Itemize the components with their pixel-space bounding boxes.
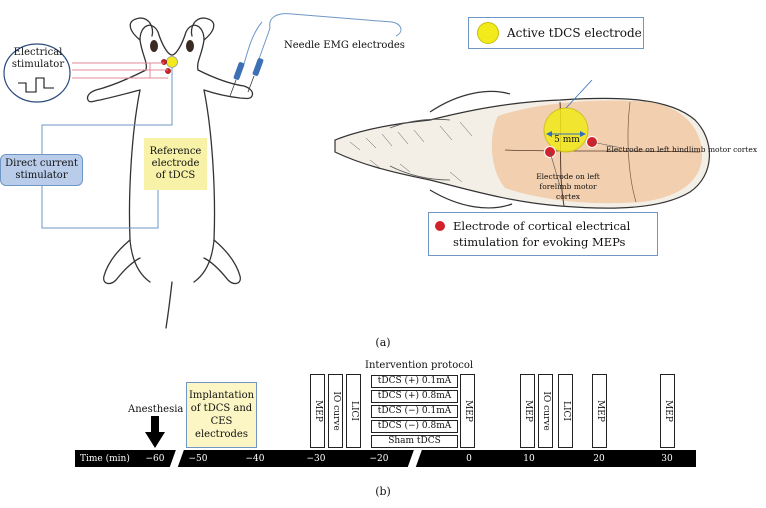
electrical-stimulator-label: Electrical stimulator — [11, 47, 65, 70]
direct-current-stimulator-box: Direct current stimulator — [0, 154, 83, 186]
post-mep-box: MEP — [660, 374, 675, 448]
needle-emg-label: Needle EMG electrodes — [284, 40, 405, 51]
panel-b-caption: (b) — [375, 485, 391, 498]
panel-a-caption: (a) — [375, 336, 391, 349]
forelimb-electrode-label: Electrode on left forelimb motor cortex — [536, 172, 600, 201]
post-io-curve-label: IO curve — [540, 391, 551, 431]
tick-label: −50 — [188, 454, 208, 464]
yellow-circle-icon — [477, 22, 499, 44]
tick-label: −60 — [145, 454, 165, 464]
hindlimb-electrode-label: Electrode on left hindlimb motor cortex — [606, 145, 758, 154]
reference-electrode-box: Reference electrode of tDCS — [144, 138, 207, 190]
post-mep-label: MEP — [522, 400, 533, 422]
pre-mep-label: MEP — [312, 400, 323, 422]
post-lici-box: LICI — [558, 374, 573, 448]
pre-lici-label: LICI — [348, 401, 359, 421]
active-electrode-label: Active tDCS electrode — [507, 26, 642, 40]
ces-electrode-legend: Electrode of cortical electrical stimula… — [428, 212, 658, 256]
post-lici-label: LICI — [560, 401, 571, 421]
tick-label: −40 — [245, 454, 265, 464]
post-io-curve-box: IO curve — [538, 374, 553, 448]
axis-break-marks — [168, 444, 424, 472]
timeline-bar — [75, 450, 696, 467]
post-mep-label: MEP — [462, 400, 473, 422]
tick-label: −30 — [306, 454, 326, 464]
pre-io-curve-box: IO curve — [328, 374, 343, 448]
ces-electrode-label: Electrode of cortical electrical stimula… — [453, 219, 631, 249]
protocol-item: tDCS (−) 0.1mA — [371, 405, 458, 418]
rat-illustration — [3, 13, 402, 329]
active-electrode-legend: Active tDCS electrode — [468, 17, 644, 49]
tick-label: 20 — [593, 454, 605, 464]
intervention-protocol-title: Intervention protocol — [365, 360, 474, 371]
pre-mep-box: MEP — [310, 374, 325, 448]
tick-label: 0 — [466, 454, 472, 464]
tick-label: 10 — [523, 454, 535, 464]
post-mep-label: MEP — [662, 400, 673, 422]
tick-label: −20 — [369, 454, 389, 464]
implantation-box: Implantation of tDCS and CES electrodes — [186, 382, 257, 448]
post-mep-box: MEP — [520, 374, 535, 448]
time-axis-label: Time (min) — [80, 454, 130, 464]
protocol-item: tDCS (−) 0.8mA — [371, 420, 458, 433]
tick-label: 30 — [661, 454, 673, 464]
pre-io-curve-label: IO curve — [330, 391, 341, 431]
post-mep-box: MEP — [592, 374, 607, 448]
protocol-item: Sham tDCS — [371, 435, 458, 448]
anesthesia-label: Anesthesia — [128, 404, 184, 415]
pre-lici-box: LICI — [346, 374, 361, 448]
red-dot-icon — [435, 221, 445, 231]
scale-label: 5 mm — [554, 135, 580, 145]
post-mep-label: MEP — [594, 400, 605, 422]
skull-illustration — [334, 80, 710, 209]
protocol-item: tDCS (+) 0.8mA — [371, 390, 458, 403]
post-mep-box: MEP — [460, 374, 475, 448]
down-arrow-icon — [145, 416, 165, 448]
protocol-item: tDCS (+) 0.1mA — [371, 375, 458, 388]
